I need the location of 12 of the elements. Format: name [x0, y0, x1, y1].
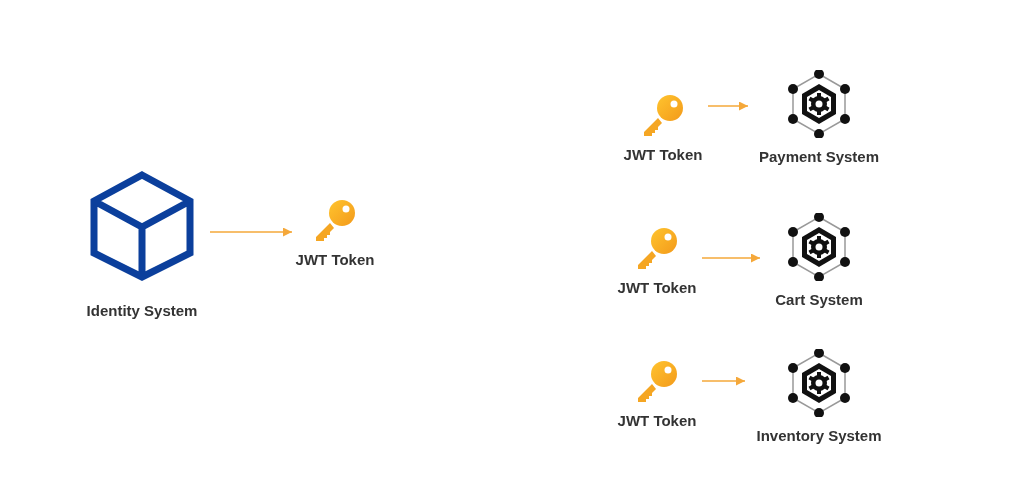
node-label: JWT Token — [295, 251, 375, 268]
node-label: JWT Token — [617, 279, 697, 296]
node-label: Cart System — [775, 291, 863, 308]
arrow — [209, 227, 293, 237]
arrow — [701, 376, 746, 386]
node-label: Payment System — [758, 148, 880, 165]
arrow — [707, 101, 749, 111]
node-label: JWT Token — [623, 146, 703, 163]
node-label: JWT Token — [617, 412, 697, 429]
arrow — [701, 253, 761, 263]
node-label: Identity System — [86, 302, 198, 319]
node-label: Inventory System — [756, 427, 882, 444]
